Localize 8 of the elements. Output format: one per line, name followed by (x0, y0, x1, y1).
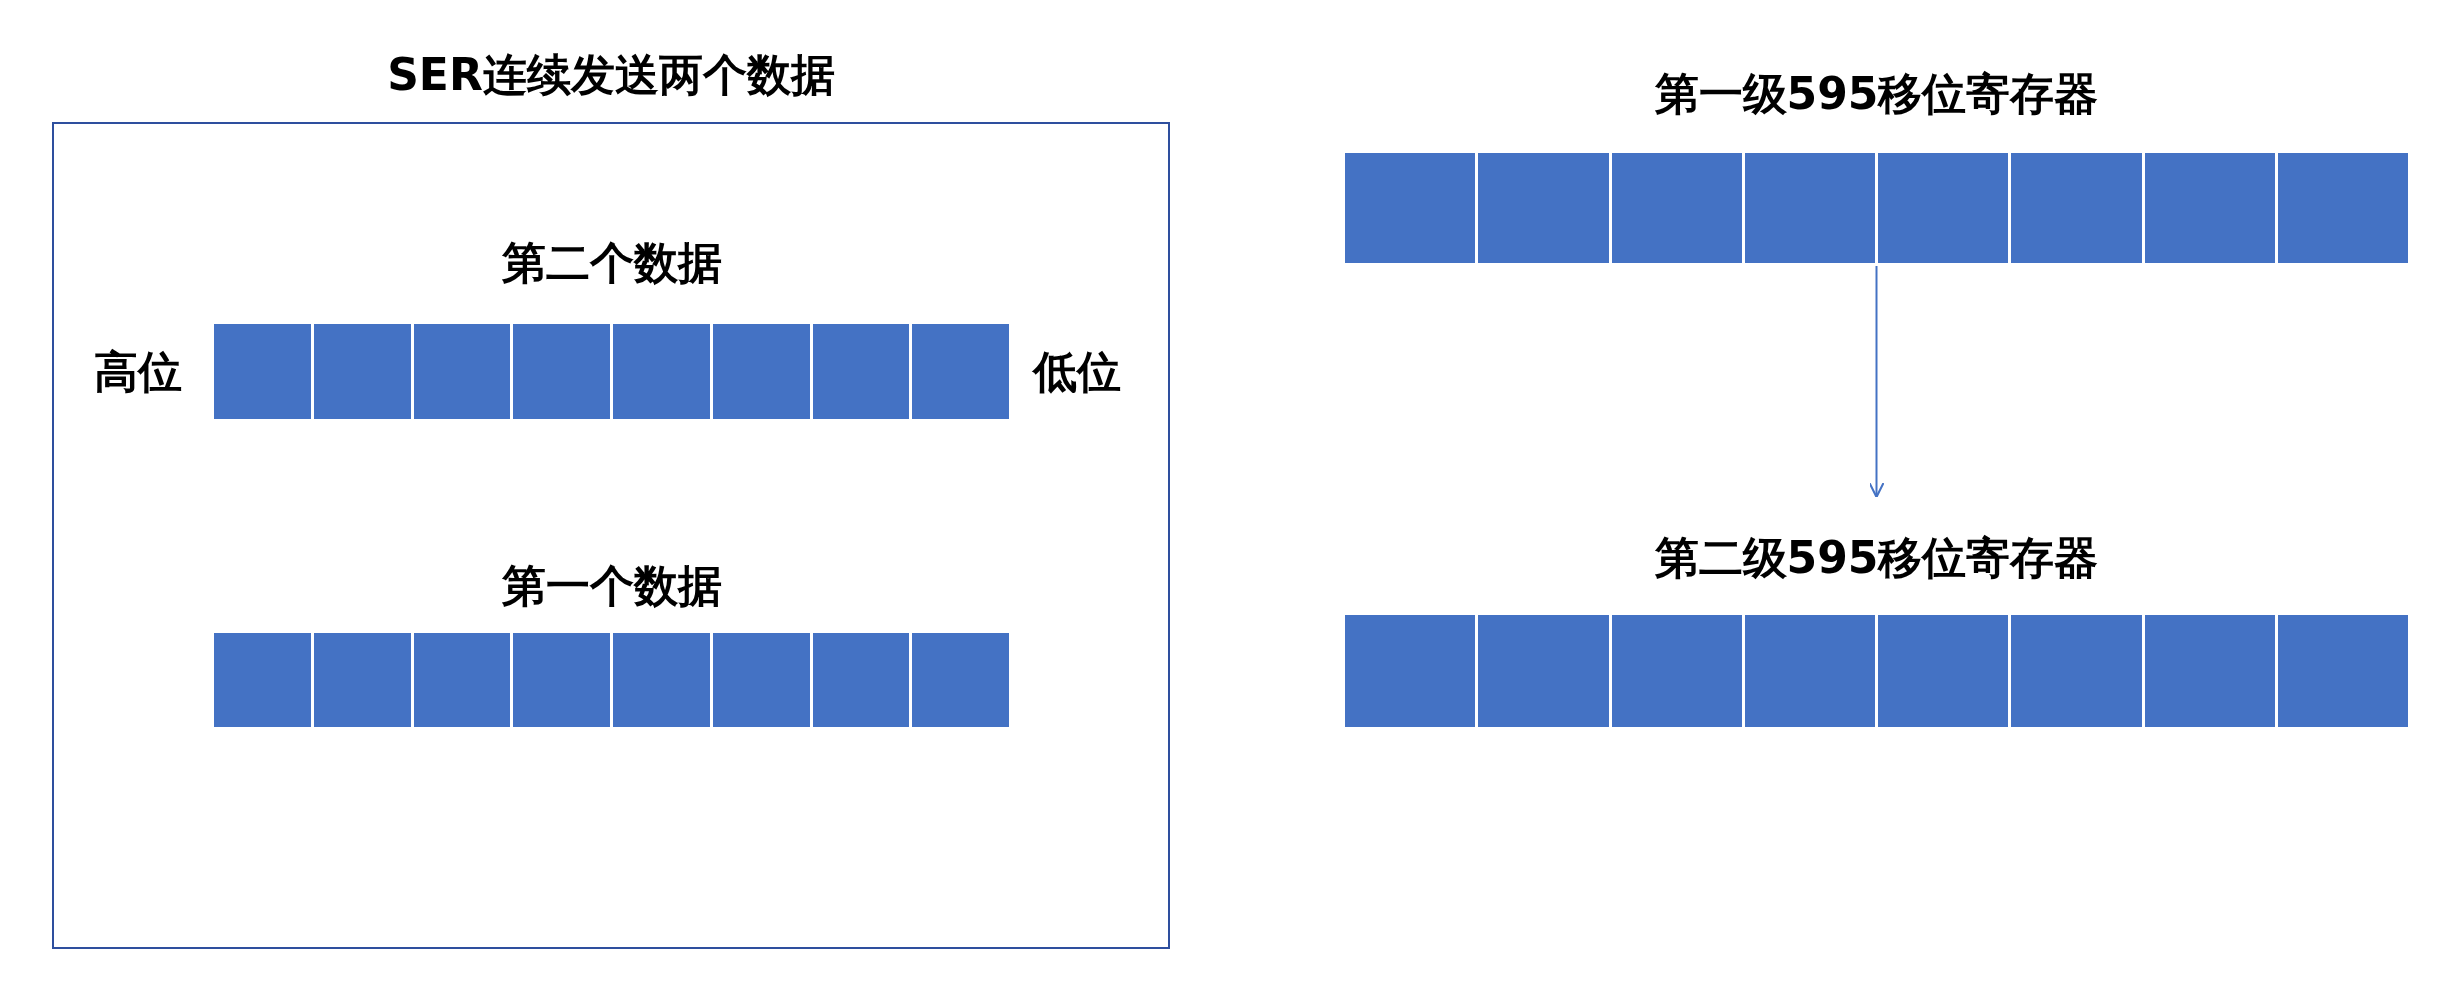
heading: 第一个数据 (501, 559, 722, 613)
heading: 第二级595移位寄存器 (1654, 531, 2099, 585)
side-label: 高位 (94, 344, 182, 399)
heading: 第二个数据 (501, 236, 722, 290)
heading: SER连续发送两个数据 (387, 48, 835, 102)
side-label: 低位 (1033, 344, 1121, 399)
arrow (1868, 265, 1885, 499)
heading: 第一级595移位寄存器 (1654, 67, 2099, 121)
